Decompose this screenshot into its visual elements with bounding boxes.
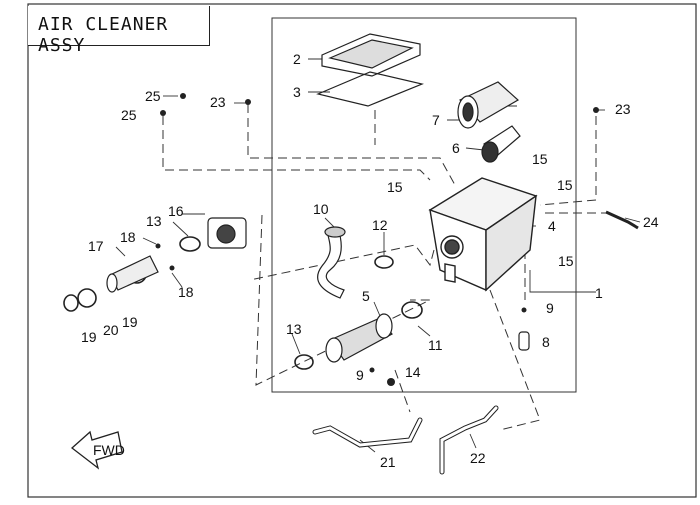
callout-19-left: 19	[81, 329, 97, 345]
callout-12: 12	[372, 217, 388, 233]
callout-7: 7	[432, 112, 440, 128]
callout-15-c: 15	[557, 177, 573, 193]
fwd-label: FWD	[93, 442, 125, 458]
callout-9-right: 9	[546, 300, 554, 316]
callout-5: 5	[362, 288, 370, 304]
callout-labels: 1 2 3 4 5 6 7 8 9 9 10 11 12 13 13 14 15…	[81, 51, 659, 470]
inlet-duct	[106, 255, 159, 293]
callout-21: 21	[380, 454, 396, 470]
callout-25-top: 25	[145, 88, 161, 104]
callout-9-bottom: 9	[356, 367, 364, 383]
callout-6: 6	[452, 140, 460, 156]
air-box-cover	[321, 33, 421, 77]
mounting-bracket	[605, 210, 639, 230]
callout-23-right: 23	[615, 101, 631, 117]
callout-13-left: 13	[146, 213, 162, 229]
callout-19-right: 19	[122, 314, 138, 330]
callout-18-bottom: 18	[178, 284, 194, 300]
callout-8: 8	[542, 334, 550, 350]
filter-element	[457, 81, 520, 129]
callout-4: 4	[548, 218, 556, 234]
intake-boot	[325, 313, 393, 363]
callout-13-bottom: 13	[286, 321, 302, 337]
callout-15-a: 15	[532, 151, 548, 167]
breather-hose	[317, 226, 346, 299]
callout-11: 11	[428, 337, 443, 353]
callout-22: 22	[470, 450, 486, 466]
callout-20: 20	[103, 322, 119, 338]
page-title: AIR CLEANER ASSY	[38, 14, 169, 56]
callout-17: 17	[88, 238, 104, 254]
callout-18-top: 18	[120, 229, 136, 245]
throttle-body	[207, 217, 247, 249]
callout-15-d: 15	[558, 253, 574, 269]
callout-15-b: 15	[387, 179, 403, 195]
callout-16: 16	[168, 203, 184, 219]
callout-23-left: 23	[210, 94, 226, 110]
outer-border	[27, 3, 697, 498]
fasteners	[155, 93, 599, 386]
intake-tube	[481, 125, 521, 163]
air-box-housing	[428, 177, 538, 292]
callout-2: 2	[293, 51, 301, 67]
cover-gasket	[316, 71, 424, 107]
callout-14: 14	[405, 364, 421, 380]
callout-24: 24	[643, 214, 659, 230]
callout-25-bottom: 25	[121, 107, 137, 123]
fwd-arrow-icon: FWD	[70, 430, 125, 470]
title-box: AIR CLEANER ASSY	[28, 6, 210, 56]
callout-3: 3	[293, 84, 301, 100]
drain-plug	[518, 331, 530, 351]
assembly-box	[271, 17, 577, 393]
callout-10: 10	[313, 201, 329, 217]
callout-1: 1	[595, 285, 603, 301]
